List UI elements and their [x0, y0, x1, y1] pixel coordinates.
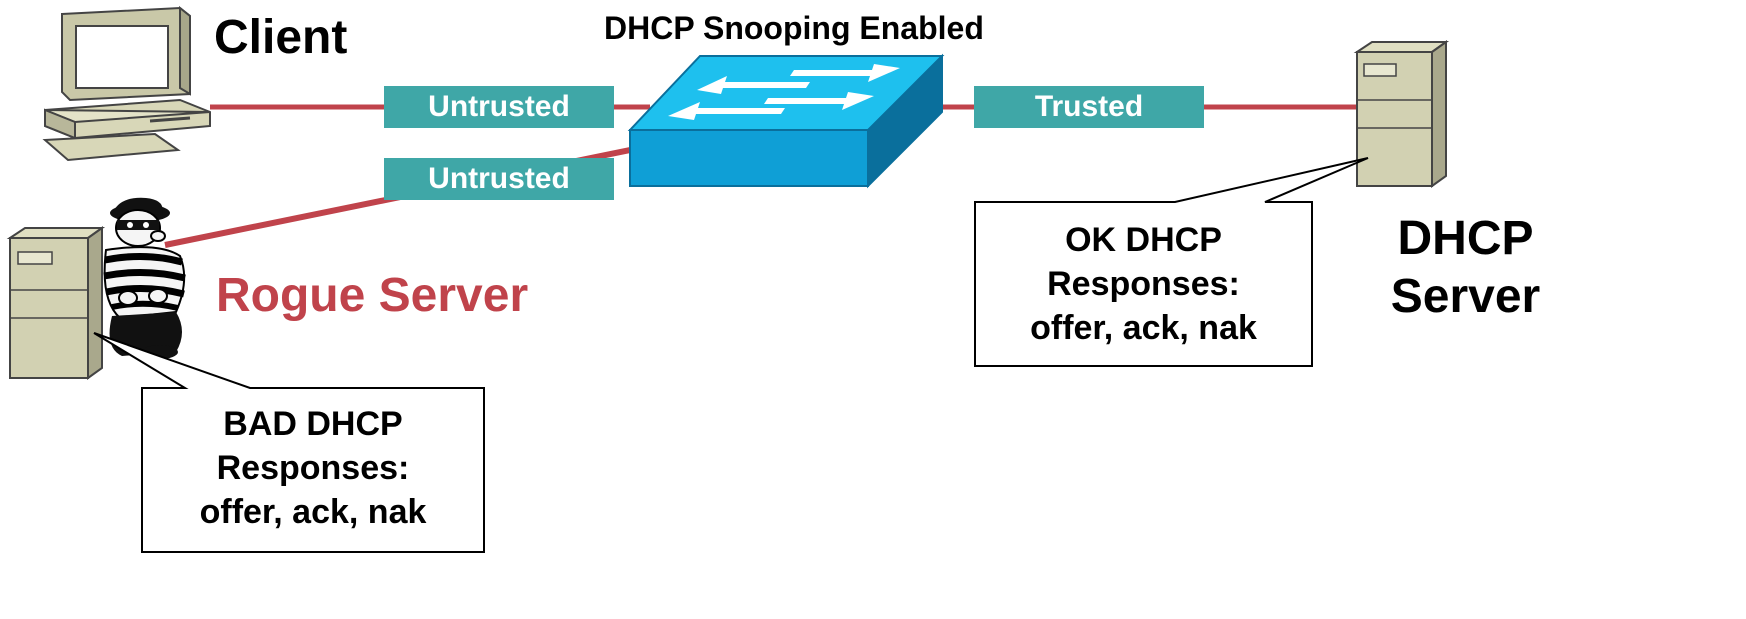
ok-callout-line1: OK DHCP — [1065, 221, 1222, 259]
ok-callout — [974, 157, 1369, 367]
dhcp-server-label: DHCP Server — [1378, 210, 1553, 326]
bad-callout-line1: BAD DHCP — [223, 405, 403, 443]
bad-callout-line3: offer, ack, nak — [199, 493, 427, 531]
client-port-label: Untrusted — [384, 86, 614, 128]
bad-callout-text: BAD DHCP Responses: offer, ack, nak — [142, 402, 484, 534]
rogue-server-icon — [6, 226, 106, 380]
bad-callout-line2: Responses: — [216, 449, 410, 487]
rogue-server-label: Rogue Server — [216, 269, 529, 322]
client-label: Client — [214, 11, 348, 64]
ok-callout-text: OK DHCP Responses: offer, ack, nak — [975, 218, 1312, 350]
server-port-label: Trusted — [974, 86, 1204, 128]
dhcp-server-icon — [1353, 40, 1450, 188]
desktop-computer-icon — [42, 5, 211, 162]
burglar-icon — [103, 197, 186, 359]
dhcp-server-label-line2: Server — [1390, 270, 1541, 323]
ok-callout-line2: Responses: — [1047, 265, 1240, 303]
bad-callout — [93, 332, 485, 553]
ok-callout-line3: offer, ack, nak — [1030, 309, 1257, 347]
dhcp-server-label-line1: DHCP — [1397, 212, 1534, 265]
switch-icon — [627, 53, 945, 189]
diagram-title: DHCP Snooping Enabled — [604, 10, 984, 46]
rogue-port-label: Untrusted — [384, 158, 614, 200]
